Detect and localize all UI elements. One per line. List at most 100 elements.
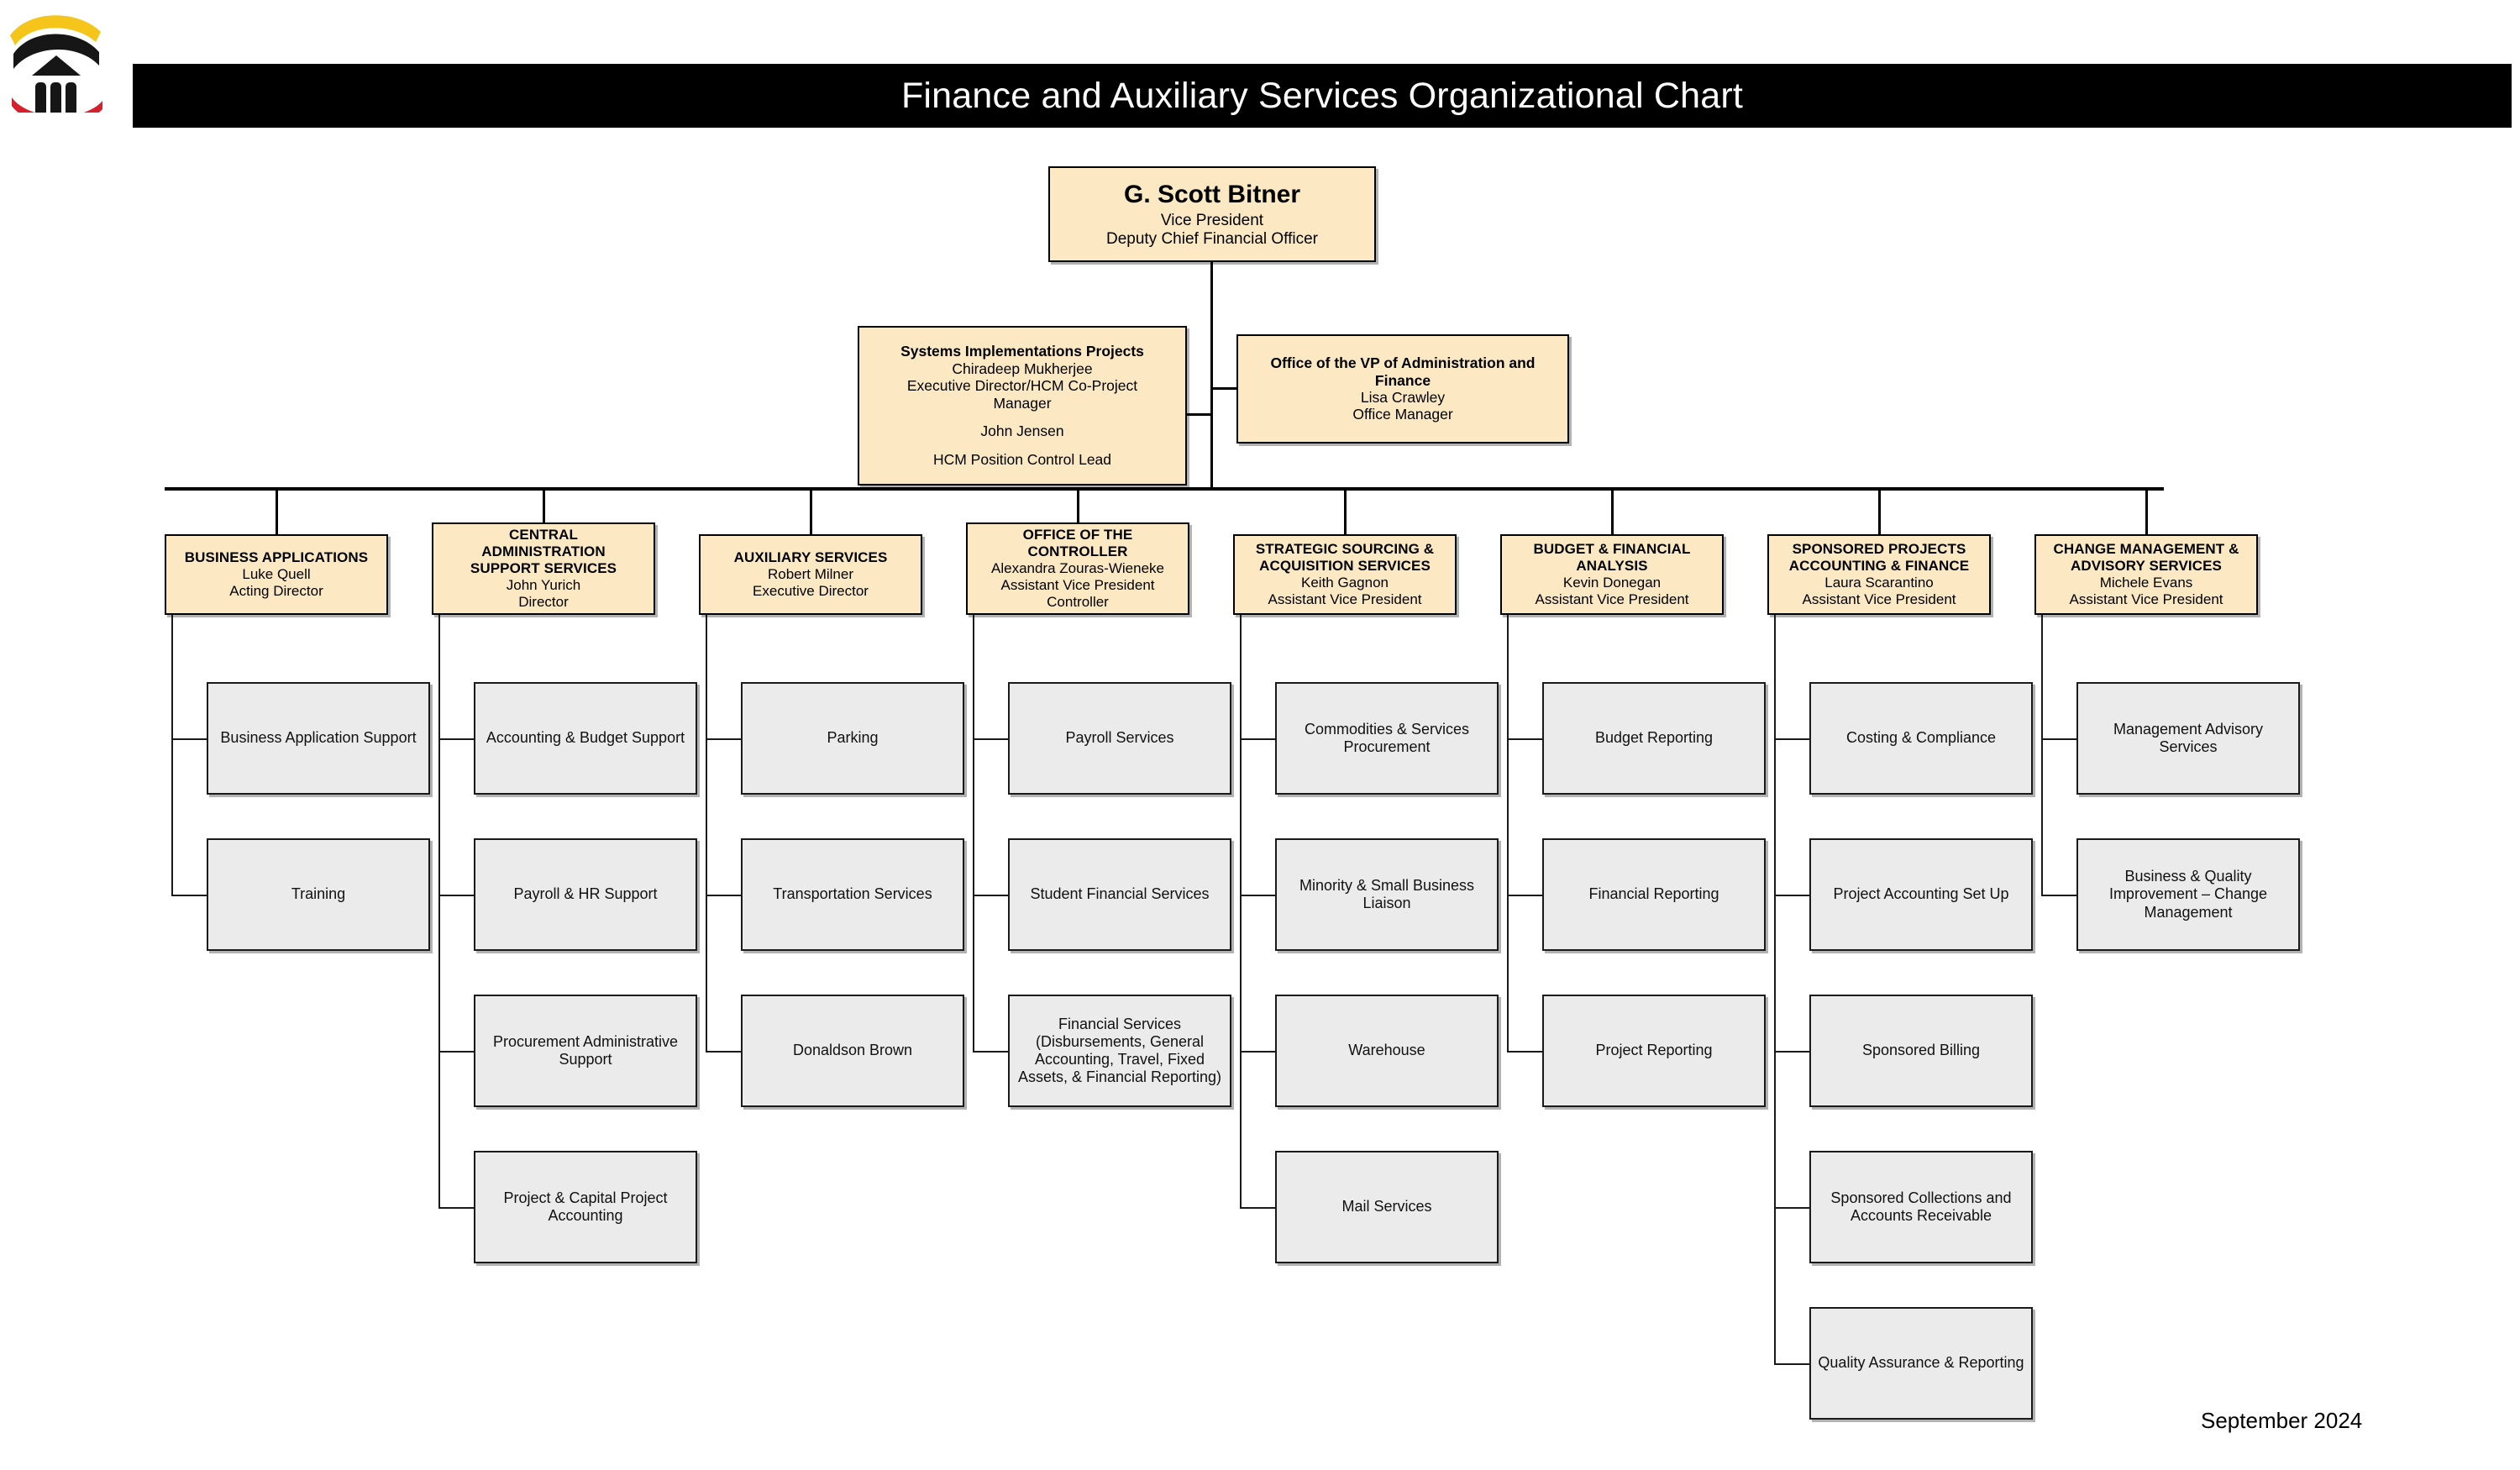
staff-box-office-of-vp[interactable]: Office of the VP of Administration and F…: [1236, 334, 1569, 444]
unit-box-6-1[interactable]: Project Accounting Set Up: [1809, 838, 2033, 951]
dept-title-line: CENTRAL: [509, 527, 578, 543]
unit-box-4-2[interactable]: Warehouse: [1275, 995, 1499, 1107]
dept-title-line: ADVISORY SERVICES: [2071, 558, 2222, 575]
unit-box-2-2[interactable]: Donaldson Brown: [741, 995, 964, 1107]
unit-label: Sponsored Billing: [1861, 1042, 1981, 1059]
dept-title-line: CHANGE MANAGEMENT &: [2053, 541, 2239, 558]
connector-bus-to-dept: [1344, 487, 1347, 534]
unit-box-5-0[interactable]: Budget Reporting: [1542, 682, 1766, 795]
connector-column-spine: [438, 615, 440, 1207]
unit-box-0-1[interactable]: Training: [207, 838, 430, 951]
unit-label: Budget Reporting: [1594, 729, 1714, 747]
exec-title-1: Vice President: [1160, 211, 1264, 229]
unit-box-6-4[interactable]: Quality Assurance & Reporting: [1809, 1307, 2033, 1420]
unit-label: Transportation Services: [773, 885, 932, 903]
unit-label: Business & Quality Improvement – Change …: [2108, 868, 2268, 921]
unit-box-3-2[interactable]: Financial Services (Disbursements, Gener…: [1008, 995, 1231, 1107]
university-columns-logo: [7, 3, 106, 124]
connector-unit-stub: [1774, 738, 1809, 740]
staff-line: Office Manager: [1352, 406, 1453, 423]
dept-title-line: AUXILIARY SERVICES: [733, 549, 888, 566]
unit-box-6-0[interactable]: Costing & Compliance: [1809, 682, 2033, 795]
staff-line: Lisa Crawley: [1360, 389, 1446, 406]
connector-column-spine: [171, 615, 173, 895]
unit-label: Project Reporting: [1595, 1042, 1713, 1059]
connector-unit-stub: [438, 895, 474, 896]
unit-label: Mail Services: [1341, 1198, 1432, 1215]
connector-staff-left: [1187, 413, 1212, 416]
dept-title-line: ANALYSIS: [1576, 558, 1648, 575]
dept-title-line: BUDGET & FINANCIAL: [1533, 541, 1691, 558]
unit-box-1-3[interactable]: Project & Capital Project Accounting: [474, 1151, 697, 1263]
unit-box-4-0[interactable]: Commodities & Services Procurement: [1275, 682, 1499, 795]
exec-name: G. Scott Bitner: [1123, 180, 1300, 208]
dept-header-4[interactable]: STRATEGIC SOURCING &ACQUISITION SERVICES…: [1233, 534, 1457, 615]
staff-box-systems-implementations[interactable]: Systems Implementations Projects Chirade…: [858, 326, 1187, 486]
staff-line: HCM Position Control Lead: [932, 451, 1112, 469]
unit-box-1-2[interactable]: Procurement Administrative Support: [474, 995, 697, 1107]
unit-box-7-0[interactable]: Management Advisory Services: [2076, 682, 2300, 795]
unit-box-4-1[interactable]: Minority & Small Business Liaison: [1275, 838, 1499, 951]
connector-column-spine: [973, 615, 974, 1051]
connector-unit-stub: [1240, 738, 1275, 740]
unit-box-7-1[interactable]: Business & Quality Improvement – Change …: [2076, 838, 2300, 951]
unit-box-3-0[interactable]: Payroll Services: [1008, 682, 1231, 795]
dept-role2: Controller: [1047, 593, 1109, 610]
connector-column-spine: [1240, 615, 1242, 1207]
staff-line: Executive Director/HCM Co-Project: [906, 377, 1138, 395]
unit-box-2-0[interactable]: Parking: [741, 682, 964, 795]
unit-box-6-3[interactable]: Sponsored Collections and Accounts Recei…: [1809, 1151, 2033, 1263]
unit-box-2-1[interactable]: Transportation Services: [741, 838, 964, 951]
connector-bus-to-dept: [810, 487, 812, 534]
connector-unit-stub: [1507, 738, 1542, 740]
unit-box-6-2[interactable]: Sponsored Billing: [1809, 995, 2033, 1107]
connector-column-spine: [1774, 615, 1776, 1363]
unit-label: Donaldson Brown: [792, 1042, 913, 1059]
dept-role: Assistant Vice President: [2069, 591, 2223, 607]
connector-unit-stub: [706, 1051, 741, 1053]
dept-title-line: OFFICE OF THE: [1022, 527, 1133, 543]
connector-bus-to-dept: [276, 487, 278, 534]
unit-box-1-0[interactable]: Accounting & Budget Support: [474, 682, 697, 795]
unit-label: Financial Reporting: [1588, 885, 1719, 903]
connector-unit-stub: [438, 738, 474, 740]
unit-box-4-3[interactable]: Mail Services: [1275, 1151, 1499, 1263]
dept-person: Alexandra Zouras-Wieneke: [991, 560, 1164, 577]
exec-box-vice-president[interactable]: G. Scott Bitner Vice President Deputy Ch…: [1048, 166, 1376, 262]
connector-unit-stub: [1774, 1207, 1809, 1209]
unit-box-5-2[interactable]: Project Reporting: [1542, 995, 1766, 1107]
unit-label: Financial Services (Disbursements, Gener…: [1017, 1015, 1222, 1086]
unit-label: Quality Assurance & Reporting: [1818, 1354, 2024, 1372]
connector-bus-to-dept: [1611, 487, 1614, 534]
connector-unit-stub: [1240, 895, 1275, 896]
dept-person: Laura Scarantino: [1824, 575, 1934, 591]
chart-date: September 2024: [2201, 1408, 2363, 1433]
dept-role: Assistant Vice President: [1000, 576, 1155, 593]
connector-unit-stub: [438, 1207, 474, 1209]
unit-box-5-1[interactable]: Financial Reporting: [1542, 838, 1766, 951]
dept-title-line: ACQUISITION SERVICES: [1259, 558, 1431, 575]
connector-column-spine: [2041, 615, 2043, 895]
connector-unit-stub: [2041, 895, 2076, 896]
unit-box-0-0[interactable]: Business Application Support: [207, 682, 430, 795]
unit-box-3-1[interactable]: Student Financial Services: [1008, 838, 1231, 951]
staff-line: Chiradeep Mukherjee: [952, 360, 1093, 377]
staff-line: Manager: [993, 394, 1052, 412]
dept-title-line: ACCOUNTING & FINANCE: [1788, 558, 1970, 575]
unit-label: Project & Capital Project Accounting: [503, 1189, 668, 1224]
connector-unit-stub: [1240, 1207, 1275, 1209]
unit-label: Sponsored Collections and Accounts Recei…: [1830, 1189, 2012, 1224]
unit-box-1-1[interactable]: Payroll & HR Support: [474, 838, 697, 951]
connector-unit-stub: [1507, 895, 1542, 896]
unit-label: Management Advisory Services: [2113, 720, 2264, 755]
connector-exec-stem: [1210, 262, 1213, 490]
staff-title-line-2: Finance: [1374, 371, 1431, 389]
connector-unit-stub: [1240, 1051, 1275, 1053]
